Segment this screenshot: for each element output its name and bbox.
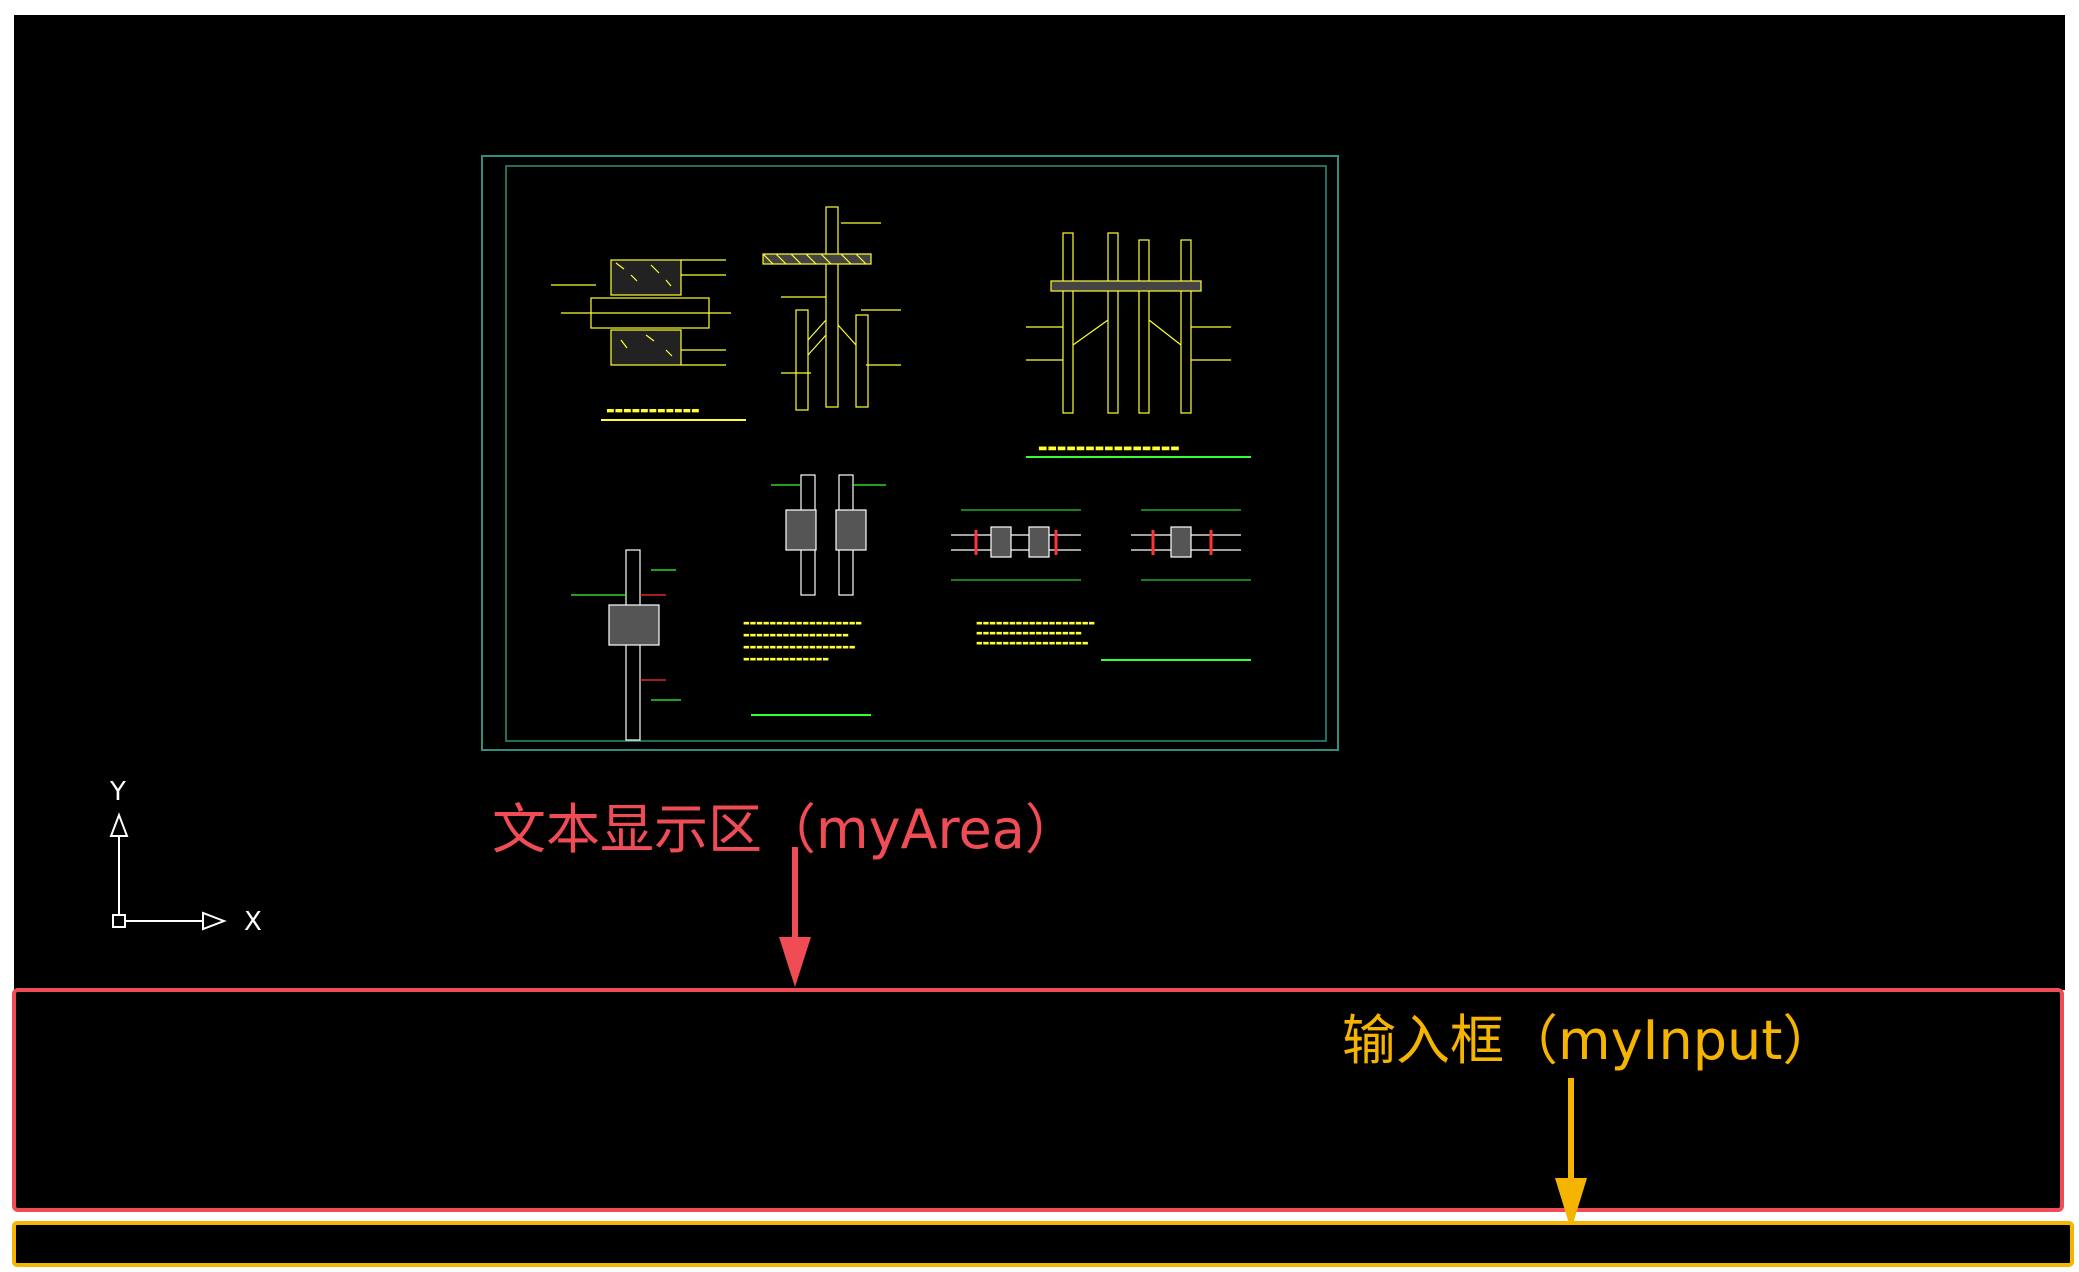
svg-text:▬▬▬▬▬▬▬▬▬▬▬▬▬▬▬▬▬: ▬▬▬▬▬▬▬▬▬▬▬▬▬▬▬▬▬ [743,643,855,651]
drawing-sheet[interactable]: ▬▬▬▬▬▬▬▬▬▬▬ [481,155,1339,751]
ucs-x-label: X [244,907,262,937]
my-area-text-display[interactable] [12,988,2064,1212]
my-input-field[interactable] [12,1221,2074,1267]
svg-text:▬▬▬▬▬▬▬▬▬▬▬▬▬▬▬▬▬▬: ▬▬▬▬▬▬▬▬▬▬▬▬▬▬▬▬▬▬ [743,619,862,627]
arrow-down-icon [1551,1078,1591,1230]
detail-floor-pipe [571,549,681,741]
detail-stack-pipe [762,206,901,411]
svg-text:▬▬▬▬▬▬▬▬▬▬▬▬▬▬▬: ▬▬▬▬▬▬▬▬▬▬▬▬▬▬▬ [1038,443,1180,454]
ucs-y-label: Y [109,777,126,807]
svg-text:▬▬▬▬▬▬▬▬▬▬▬▬▬: ▬▬▬▬▬▬▬▬▬▬▬▬▬ [743,655,829,663]
arrow-down-icon [775,847,815,987]
svg-text:▬▬▬▬▬▬▬▬▬▬▬▬▬▬▬▬▬: ▬▬▬▬▬▬▬▬▬▬▬▬▬▬▬▬▬ [976,639,1088,647]
svg-text:▬▬▬▬▬▬▬▬▬▬▬: ▬▬▬▬▬▬▬▬▬▬▬ [606,406,700,416]
svg-text:▬▬▬▬▬▬▬▬▬▬▬▬▬▬▬▬: ▬▬▬▬▬▬▬▬▬▬▬▬▬▬▬▬ [976,629,1082,637]
my-input-annotation-label: 输入框（myInput） [1342,1009,1837,1072]
cad-drawing-canvas[interactable]: ▬▬▬▬▬▬▬▬▬▬▬ [14,15,2065,990]
svg-text:▬▬▬▬▬▬▬▬▬▬▬▬▬▬▬▬▬▬: ▬▬▬▬▬▬▬▬▬▬▬▬▬▬▬▬▬▬ [976,619,1095,627]
my-area-annotation-label: 文本显示区（myArea） [492,798,1079,861]
svg-text:▬▬▬▬▬▬▬▬▬▬▬▬▬▬▬▬: ▬▬▬▬▬▬▬▬▬▬▬▬▬▬▬▬ [743,631,849,639]
detail-horizontal-sleeves [951,526,1241,558]
ucs-axis-icon: Y X [94,770,294,970]
detail-floor-pipes-pair [751,474,886,716]
detail-wall-sleeve: ▬▬▬▬▬▬▬▬▬▬▬ [551,259,746,421]
detail-vent-pipe [1026,232,1231,414]
